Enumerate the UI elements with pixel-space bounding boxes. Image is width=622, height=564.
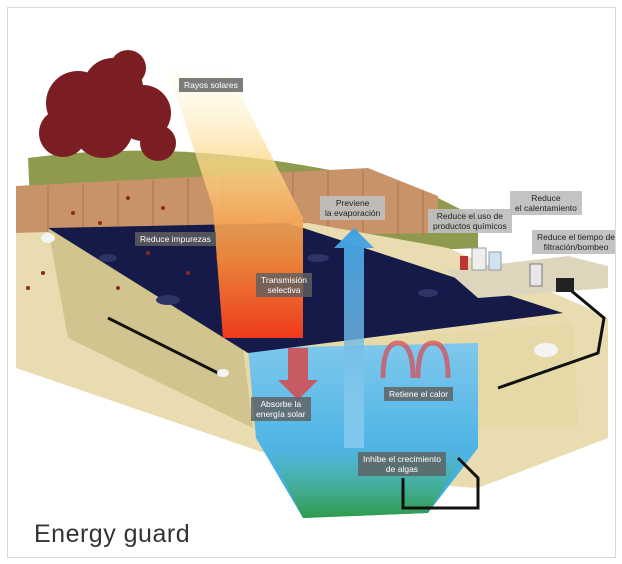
- figure-frame: Rayos solares Reduce impurezas Transmisi…: [7, 7, 616, 558]
- skimmer-left: [41, 233, 55, 243]
- label-absorb-solar: Absorbe la energía solar: [251, 397, 311, 421]
- pool-cover-illustration: [16, 50, 608, 518]
- cover-bubbles: [99, 254, 438, 305]
- chemical-bottle-1: [460, 256, 468, 270]
- pool-wall-left: [48, 228, 253, 428]
- retained-heat: [380, 340, 451, 379]
- filter: [529, 263, 543, 287]
- chemical-bottle-2: [471, 247, 487, 271]
- label-selective-transmission: Transmisión selectiva: [256, 273, 312, 297]
- chemical-bottle-3: [488, 251, 502, 271]
- skimmer-right: [534, 343, 558, 357]
- evaporation-arrow: [334, 228, 374, 448]
- label-reduce-filtration: Reduce el tiempo de filtración/bombeo: [532, 230, 615, 254]
- heat-arrows-down: [278, 348, 318, 400]
- return-jet: [217, 369, 229, 377]
- label-reduce-heating: Reduce el calentamiento: [510, 191, 582, 215]
- label-prevent-evaporation: Previene la evaporación: [320, 196, 386, 220]
- caption-title: Energy guard: [34, 520, 191, 548]
- label-reduce-chemicals: Reduce el uso de productos químicos: [428, 209, 512, 233]
- label-inhibit-algae: Inhibe el crecimiento de algas: [358, 452, 446, 476]
- tree: [39, 50, 176, 161]
- label-sun-rays: Rayos solares: [179, 78, 243, 92]
- sun-beam: [168, 70, 303, 338]
- label-reduce-impurities: Reduce impurezas: [135, 232, 216, 246]
- label-retain-heat: Retiene el calor: [384, 387, 454, 401]
- pump: [556, 278, 574, 292]
